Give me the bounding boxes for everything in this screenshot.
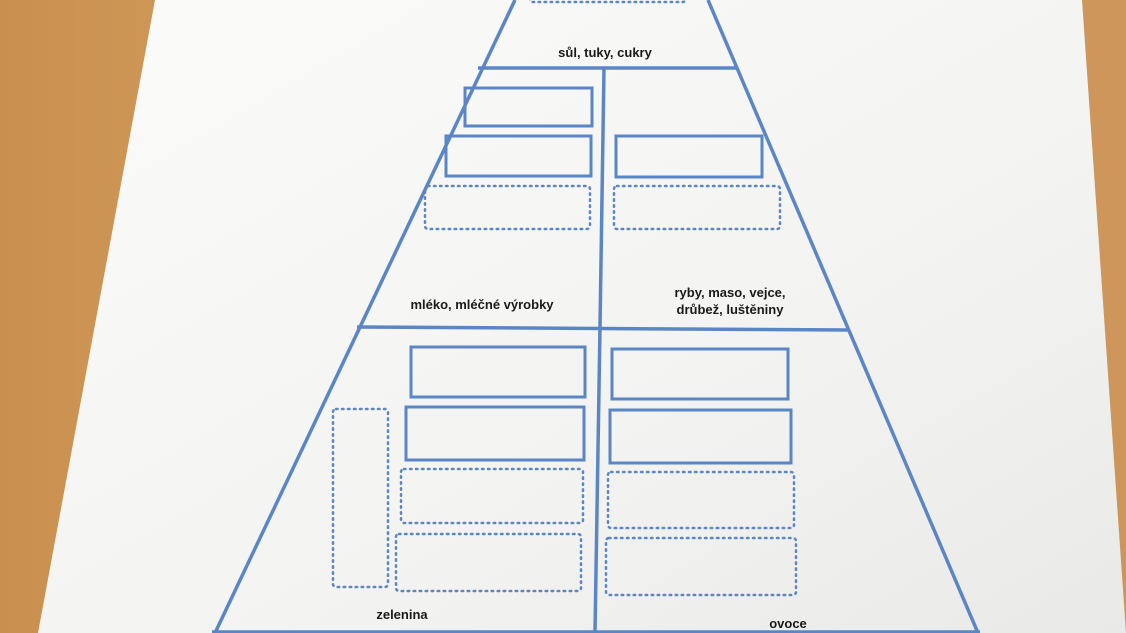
top-tier-label: sůl, tuky, cukry	[558, 45, 652, 60]
pyramid-left-edge	[213, 0, 517, 633]
vegetable-tier-label: zelenina	[376, 607, 428, 622]
meat-dotted-box	[612, 184, 782, 231]
fruit-dotted-box-1	[606, 470, 796, 530]
vegetable-solid-box-1	[409, 345, 587, 399]
vegetable-dotted-tall-box	[331, 407, 390, 589]
fruit-solid-box-1	[610, 347, 790, 401]
fruit-solid-box-2	[608, 408, 793, 465]
pyramid-right-edge	[706, 0, 980, 633]
middle-tier-vertical-divider	[598, 67, 606, 328]
bottom-tier-vertical-divider	[593, 326, 602, 633]
vegetable-solid-box-2	[404, 405, 586, 462]
meat-solid-box	[614, 134, 764, 179]
vegetable-dotted-box-1	[399, 467, 585, 525]
fruit-dotted-box-2	[604, 536, 798, 597]
top-tier-dotted-box	[528, 0, 687, 4]
meat-tier-label: ryby, maso, vejce, drůbež, luštěniny	[630, 284, 830, 318]
dairy-solid-box-2	[444, 134, 593, 178]
dairy-solid-box-1	[463, 86, 594, 128]
paper-surface	[38, 0, 1126, 633]
vegetable-dotted-box-2	[394, 532, 583, 593]
fruit-tier-label: ovoce	[769, 616, 807, 631]
meat-tier-label-line-1: ryby, maso, vejce,	[674, 285, 786, 300]
dairy-dotted-box	[423, 184, 592, 231]
tier-divider-middle	[356, 325, 851, 332]
dairy-tier-label: mléko, mléčné výrobky	[410, 297, 554, 312]
meat-tier-label-line-2: drůbež, luštěniny	[676, 302, 784, 317]
